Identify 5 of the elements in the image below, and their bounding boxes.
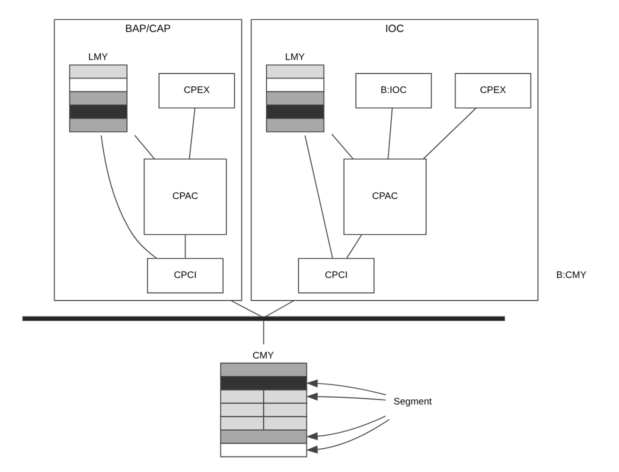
label: B:CMY <box>556 270 586 282</box>
node-label: LMY <box>284 52 304 64</box>
node-label: CMY <box>252 350 274 362</box>
node-text: Segment <box>393 396 432 408</box>
node-label: LMY <box>88 52 108 64</box>
